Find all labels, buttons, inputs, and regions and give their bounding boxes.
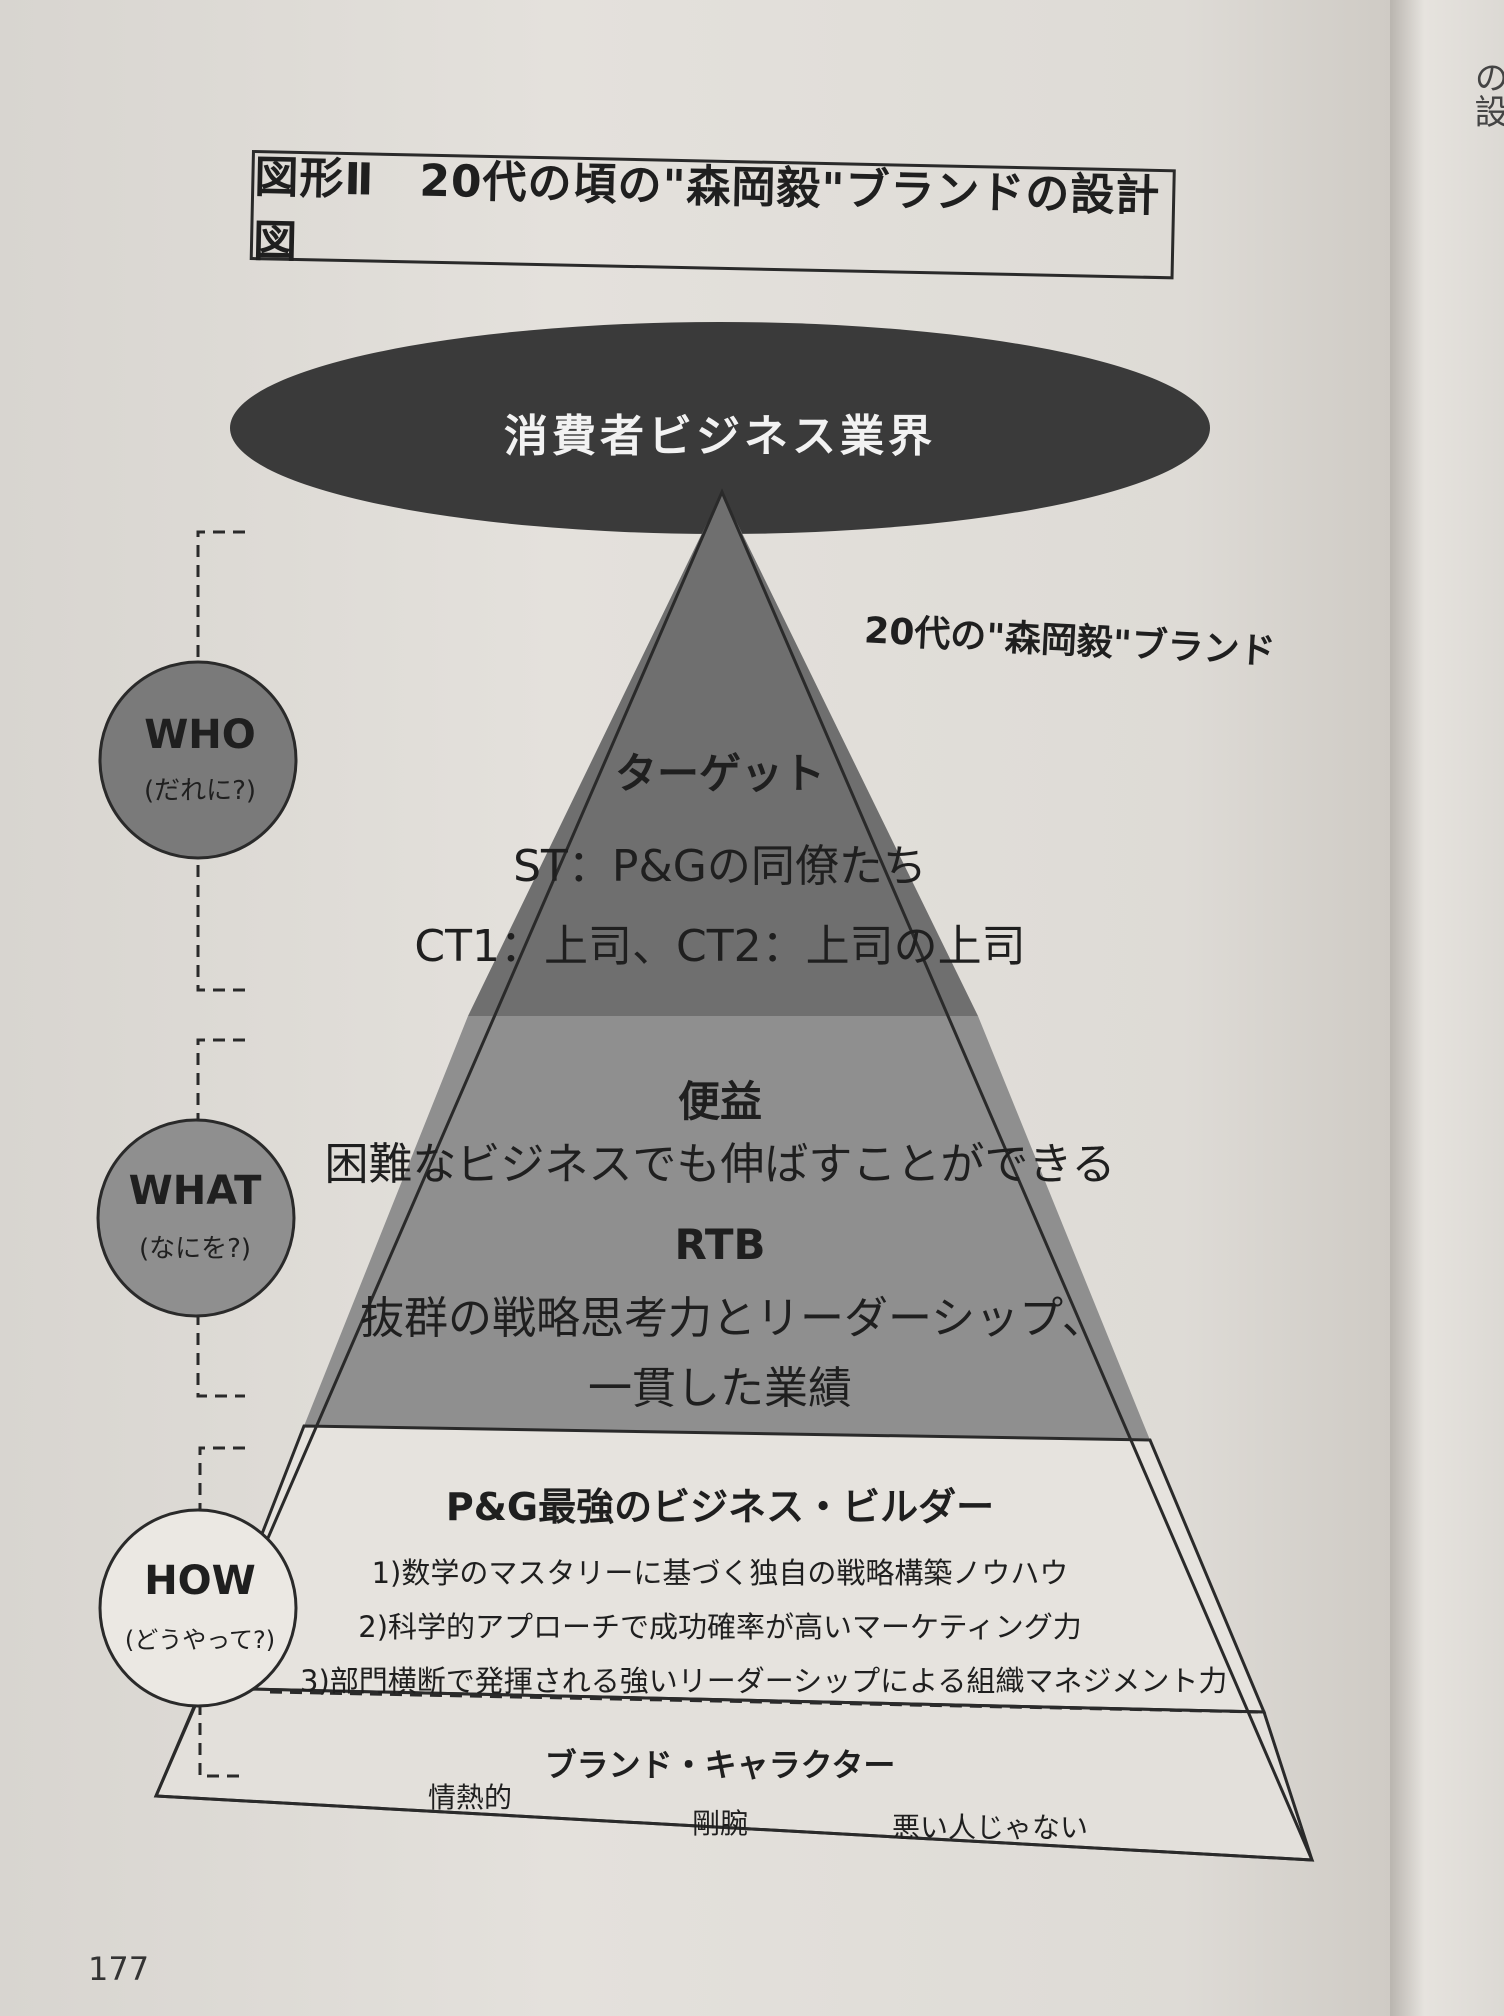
target-heading: ターゲット (614, 749, 825, 798)
what-label: WHAT (128, 1168, 262, 1214)
rtb-heading: RTB (674, 1220, 766, 1269)
how-sublabel: (どうやって?) (124, 1626, 276, 1654)
how-label: HOW (144, 1558, 256, 1604)
industry-label: 消費者ビジネス業界 (504, 411, 936, 462)
benefit-text: 困難なビジネスでも伸ばすことができる (324, 1139, 1116, 1190)
who-sublabel: (だれに?) (143, 776, 257, 806)
how-character-divider (269, 1690, 1259, 1714)
who-circle (98, 660, 298, 860)
rtb-line-1: 抜群の戦略思考力とリーダーシップ、 (360, 1293, 1106, 1344)
next-page-edge (1390, 0, 1504, 2016)
what-sublabel: (なにを?) (138, 1234, 252, 1264)
character-trait: 情熱的 (427, 1781, 512, 1814)
industry-oval (230, 322, 1210, 534)
character-trait: 悪い人じゃない (891, 1811, 1088, 1844)
page-number: 177 (88, 1950, 150, 1988)
how-item: 1)数学のマスタリーに基づく独自の戦略構築ノウハウ (371, 1556, 1069, 1590)
who-label: WHO (144, 712, 256, 758)
target-ct: CT1：上司、CT2：上司の上司 (414, 921, 1026, 972)
who-bracket (196, 530, 245, 992)
what-circle (96, 1118, 296, 1318)
how-item: 2)科学的アプローチで成功確率が高いマーケティング力 (358, 1610, 1082, 1644)
how-circle (98, 1508, 298, 1708)
how-item: 3)部門横断で発揮される強いリーダーシップによる組織マネジメント力 (300, 1664, 1228, 1698)
benefit-heading: 便益 (677, 1077, 762, 1126)
tier-target (468, 492, 978, 1016)
pyramid-outline (153, 488, 1315, 1862)
character-heading: ブランド・キャラクター (544, 1746, 896, 1784)
next-page-text: の設 (1468, 60, 1504, 128)
how-heading: P&G最強のビジネス・ビルダー (445, 1485, 995, 1529)
character-trait: 剛腕 (691, 1807, 748, 1840)
tier-benefit-rtb (304, 1016, 1150, 1440)
target-st: ST：P&Gの同僚たち (513, 841, 927, 892)
rtb-line-2: 一貫した業績 (588, 1363, 852, 1414)
